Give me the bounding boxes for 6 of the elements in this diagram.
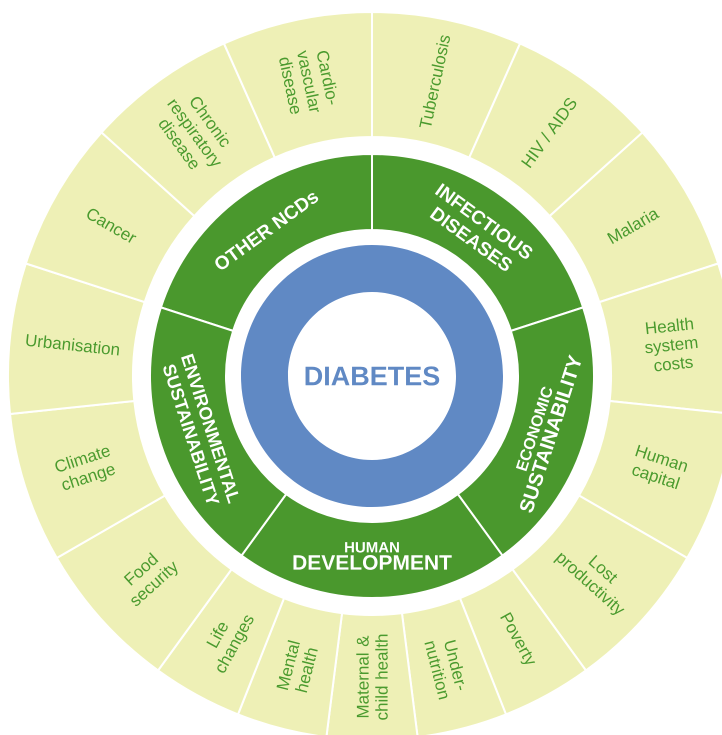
ring-segment: HUMAN DEVELOPMENT (240, 493, 504, 599)
ring-segment: Urbanisation (7, 262, 146, 416)
node-label: Human capital (632, 444, 688, 490)
node-label: Maternal & child health (356, 634, 388, 720)
node-label: Health system costs (645, 318, 698, 372)
ring-segment: Maternal & child health (325, 612, 419, 735)
